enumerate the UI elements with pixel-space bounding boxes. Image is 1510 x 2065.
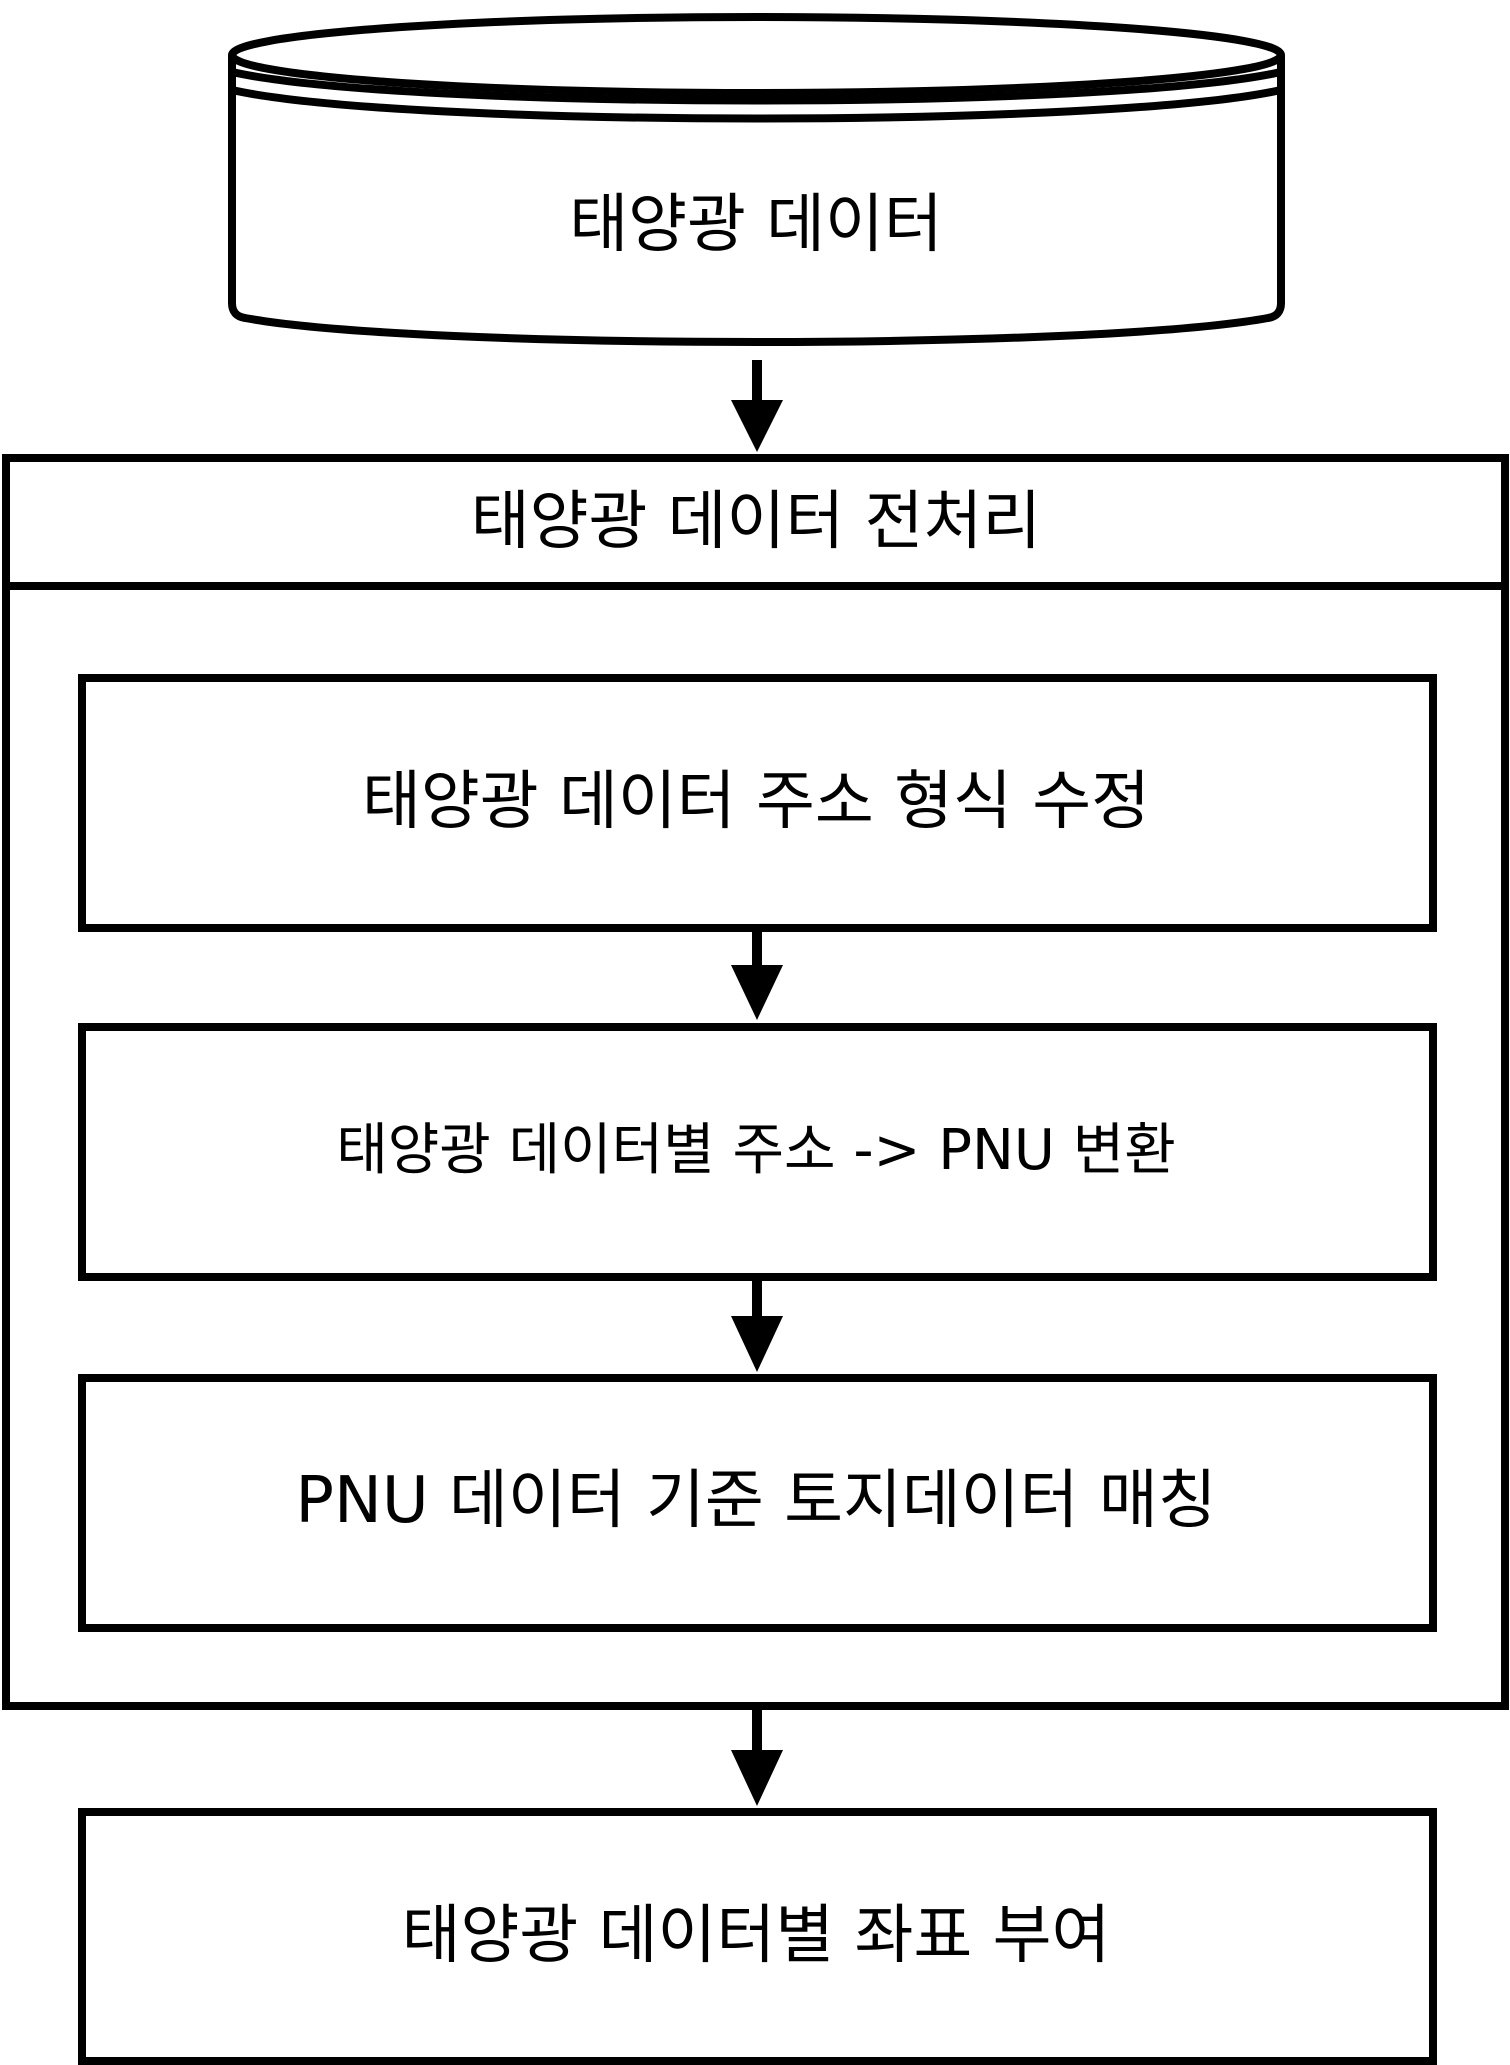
step-label: 태양광 데이터별 주소 -> PNU 변환 [336, 1118, 1176, 1183]
arrowhead-icon [731, 965, 783, 1020]
arrowhead-icon [731, 1316, 783, 1372]
database-ring-1 [231, 68, 1282, 105]
database-node: 태양광 데이터 [228, 13, 1285, 346]
output-label: 태양광 데이터별 좌표 부여 [402, 1899, 1111, 1973]
step-label: 태양광 데이터 주소 형식 수정 [362, 765, 1150, 839]
database-label: 태양광 데이터 [569, 188, 943, 262]
step-label: PNU 데이터 기준 토지데이터 매칭 [295, 1464, 1216, 1538]
database-top [228, 13, 1285, 97]
step-box-address-to-pnu: 태양광 데이터별 주소 -> PNU 변환 [78, 1023, 1437, 1281]
arrow-database-to-preprocess [731, 360, 783, 452]
preprocess-group-title: 태양광 데이터 전처리 [471, 485, 1042, 559]
database-ring-2 [231, 86, 1282, 123]
arrow-preprocess-to-output [731, 1710, 783, 1806]
step-box-address-format: 태양광 데이터 주소 형식 수정 [78, 674, 1437, 932]
arrowhead-icon [731, 1750, 783, 1806]
arrow-step2-to-step3 [731, 1281, 783, 1372]
output-box-coordinates: 태양광 데이터별 좌표 부여 [78, 1808, 1437, 2065]
database-body [228, 55, 1285, 346]
step-box-land-matching: PNU 데이터 기준 토지데이터 매칭 [78, 1374, 1437, 1632]
arrow-step1-to-step2 [731, 932, 783, 1020]
arrowhead-icon [731, 400, 783, 452]
